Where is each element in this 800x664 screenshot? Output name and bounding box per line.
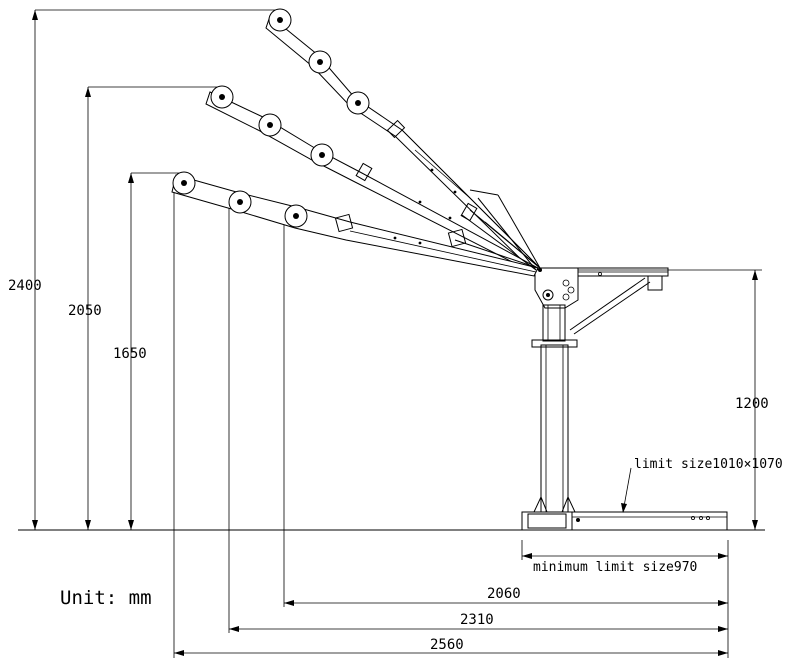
dimension-2400-label: 2400	[8, 278, 42, 294]
unit-label: Unit: mm	[60, 587, 152, 609]
dimension-2310-label: 2310	[460, 612, 494, 628]
dimension-2060: 2060	[283, 225, 728, 607]
turret-head	[534, 267, 579, 309]
hydraulic-cylinders	[454, 189, 541, 271]
dimension-2310: 2310	[228, 205, 728, 633]
dimension-2400: 2400	[8, 9, 278, 530]
boom-high	[265, 8, 541, 273]
dimension-2050: 2050	[68, 86, 218, 530]
dimension-1650-label: 1650	[113, 346, 147, 362]
counter-jib	[569, 267, 669, 335]
dimension-1650: 1650	[113, 172, 182, 530]
dimension-2050-label: 2050	[68, 303, 102, 319]
base-footing: minimum limit size970	[521, 511, 728, 575]
dimension-1200: 1200	[578, 269, 769, 530]
limit-size-callout: limit size1010×1070	[621, 457, 783, 513]
minimum-limit-label: minimum limit size970	[533, 560, 697, 575]
dimension-2560: 2560	[173, 190, 728, 658]
mast	[531, 304, 578, 513]
dimension-2060-label: 2060	[487, 586, 521, 602]
limit-size-label: limit size1010×1070	[634, 457, 783, 472]
dimension-2560-label: 2560	[430, 637, 464, 653]
dimension-1200-label: 1200	[735, 396, 769, 412]
boom-low	[171, 171, 539, 277]
